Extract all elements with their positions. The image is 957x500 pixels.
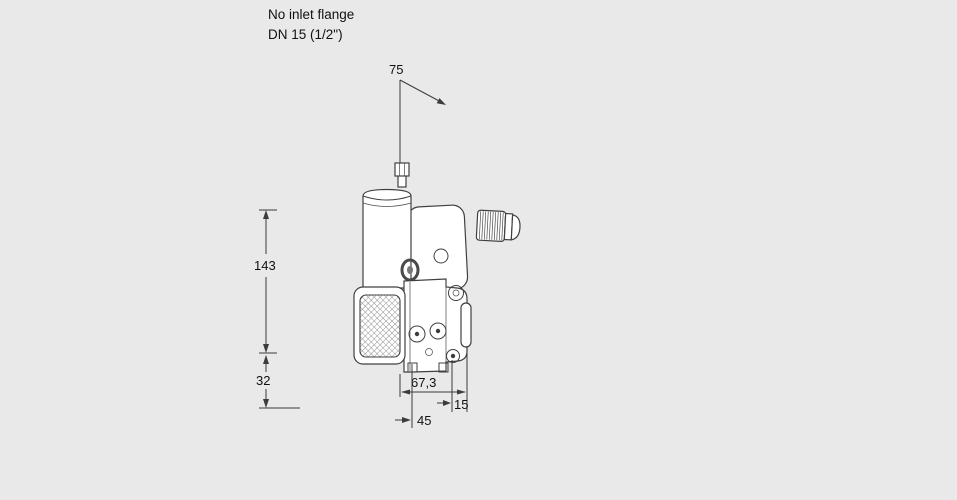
port-circle-1 <box>408 325 426 343</box>
stem <box>397 174 407 188</box>
dim-32-arrow-bottom <box>263 399 269 408</box>
dim-15-label: 15 <box>454 397 468 412</box>
pivot-circle-bottom <box>446 349 460 363</box>
small-screw-circle <box>425 348 433 356</box>
solenoid-coil <box>475 209 521 242</box>
coil-knurl-lines <box>478 211 504 241</box>
actuator-body <box>362 188 412 289</box>
actuator-cap-seam-2 <box>362 202 412 207</box>
dimension-15: 15 <box>437 346 468 412</box>
title-line-2: DN 15 (1/2") <box>268 27 343 42</box>
pivot-circle-top <box>448 285 464 301</box>
title-line-1: No inlet flange <box>268 7 354 22</box>
dim-143-label: 143 <box>254 258 276 273</box>
dimension-67-3: 67,3 <box>399 374 466 397</box>
port-circle-2 <box>429 322 447 340</box>
coil-end-cap <box>510 214 521 241</box>
dim-75-arrowhead <box>436 98 446 105</box>
port-circle-1-dot <box>414 331 420 337</box>
top-nut-facets <box>399 163 405 176</box>
valve-lower-body <box>403 278 468 373</box>
dim-15-extension-lines <box>451 346 468 412</box>
dim-75-label: 75 <box>389 62 403 77</box>
dim-15-arrow-left <box>443 400 451 406</box>
actuator-cap-seam <box>362 195 412 201</box>
plate-hole-circle <box>433 248 449 264</box>
port-circle-2-dot <box>435 328 441 334</box>
flange-screen-mesh <box>359 294 401 358</box>
dim-75-leader-line <box>399 79 442 103</box>
dimension-75: 75 <box>389 62 446 163</box>
pivot-circle-bottom-dot <box>450 353 456 359</box>
dim-45-label: 45 <box>417 413 431 428</box>
dim-67-label: 67,3 <box>411 375 436 390</box>
dimension-32: 32 <box>256 355 300 409</box>
valve-technical-drawing <box>353 162 521 373</box>
dimension-45: 45 <box>395 364 431 428</box>
hinge-knuckle <box>460 302 472 348</box>
body-division-lines <box>409 279 447 371</box>
dim-143-arrow-top <box>263 210 269 219</box>
bottom-foot-right <box>438 362 449 373</box>
dim-67-arrow-left <box>401 389 410 395</box>
junction-ring-core <box>407 266 413 274</box>
dim-143-arrow-bottom <box>263 344 269 353</box>
dim-143-ticks <box>259 209 277 354</box>
pivot-circle-top-inner <box>452 289 460 297</box>
dim-32-label: 32 <box>256 373 270 388</box>
dim-45-arrowhead <box>402 417 411 423</box>
top-nut <box>394 162 410 177</box>
dim-32-arrow-top <box>263 355 269 364</box>
dimension-143: 143 <box>254 209 277 354</box>
dim-67-arrow-right <box>457 389 466 395</box>
junction-ring <box>400 258 420 282</box>
